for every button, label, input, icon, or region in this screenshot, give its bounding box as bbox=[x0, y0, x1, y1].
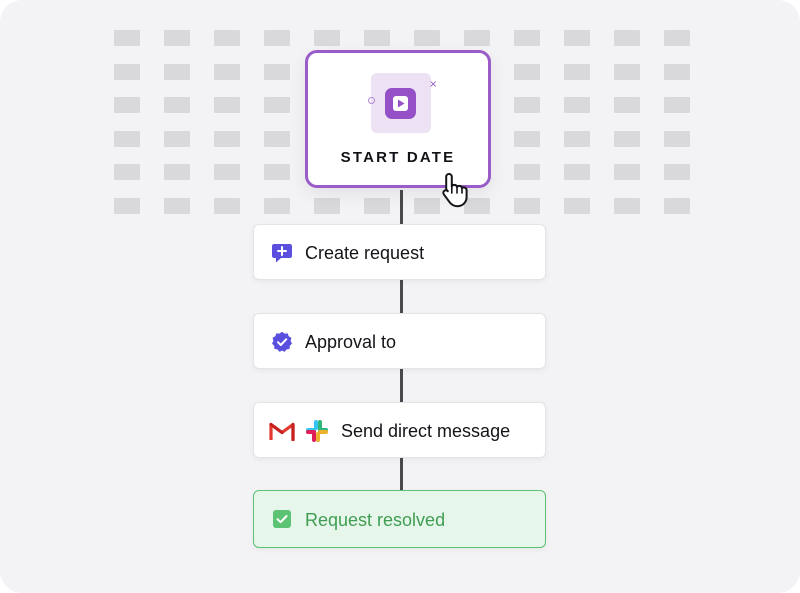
trigger-label: START DATE bbox=[340, 149, 456, 166]
trigger-icon-tile bbox=[371, 73, 431, 133]
sparkle-dot-icon bbox=[368, 97, 375, 104]
grid-block bbox=[514, 30, 540, 46]
grid-block bbox=[514, 197, 540, 214]
grid-block bbox=[614, 30, 640, 46]
grid-block bbox=[564, 130, 590, 147]
grid-block bbox=[364, 30, 390, 46]
grid-block bbox=[164, 164, 190, 180]
hand-pointer-cursor-icon bbox=[438, 170, 478, 210]
grid-block bbox=[164, 63, 190, 80]
grid-block bbox=[464, 30, 490, 46]
grid-block bbox=[114, 130, 140, 147]
sparkle-cross-icon: × bbox=[429, 79, 438, 90]
step-label: Request resolved bbox=[305, 510, 446, 530]
grid-block bbox=[614, 197, 640, 214]
grid-block bbox=[614, 164, 640, 180]
grid-block bbox=[664, 63, 690, 80]
slack-icon bbox=[305, 419, 329, 443]
chat-plus-icon bbox=[271, 242, 293, 264]
grid-block bbox=[664, 164, 690, 180]
grid-block bbox=[414, 197, 440, 214]
grid-block bbox=[214, 164, 240, 180]
grid-block bbox=[264, 164, 290, 180]
grid-block bbox=[214, 130, 240, 147]
grid-block bbox=[114, 164, 140, 180]
grid-block bbox=[214, 30, 240, 46]
grid-block bbox=[614, 63, 640, 80]
grid-block bbox=[664, 30, 690, 46]
grid-block bbox=[564, 164, 590, 180]
gmail-icon bbox=[269, 421, 295, 443]
grid-block bbox=[164, 197, 190, 214]
step-approval[interactable]: Approval to bbox=[253, 313, 546, 369]
grid-block bbox=[114, 30, 140, 46]
grid-block bbox=[664, 197, 690, 214]
grid-block bbox=[164, 30, 190, 46]
grid-block bbox=[314, 197, 340, 214]
verified-badge-icon bbox=[271, 331, 293, 353]
grid-block bbox=[514, 63, 540, 80]
step-request-resolved[interactable]: Request resolved bbox=[253, 490, 546, 548]
grid-block bbox=[514, 164, 540, 180]
step-send-direct-message[interactable]: Send direct message bbox=[253, 402, 546, 458]
grid-block bbox=[264, 197, 290, 214]
grid-block bbox=[114, 97, 140, 113]
grid-block bbox=[514, 97, 540, 113]
grid-block bbox=[564, 197, 590, 214]
step-create-request[interactable]: Create request bbox=[253, 224, 546, 280]
grid-block bbox=[114, 197, 140, 214]
grid-block bbox=[214, 197, 240, 214]
grid-block bbox=[364, 197, 390, 214]
grid-block bbox=[314, 30, 340, 46]
grid-block bbox=[564, 63, 590, 80]
step-label: Create request bbox=[305, 243, 425, 263]
background-grid bbox=[114, 30, 690, 214]
grid-block bbox=[114, 63, 140, 80]
grid-block bbox=[564, 97, 590, 113]
grid-block bbox=[464, 197, 490, 214]
grid-block bbox=[264, 63, 290, 80]
step-label: Send direct message bbox=[341, 421, 511, 441]
grid-block bbox=[164, 97, 190, 113]
grid-block bbox=[564, 30, 590, 46]
start-date-trigger-card[interactable]: × START DATE bbox=[305, 50, 491, 188]
grid-block bbox=[164, 130, 190, 147]
grid-block bbox=[214, 63, 240, 80]
grid-block bbox=[414, 30, 440, 46]
grid-block bbox=[614, 130, 640, 147]
step-label: Approval to bbox=[305, 332, 397, 352]
play-icon bbox=[385, 88, 416, 119]
checkbox-checked-icon bbox=[272, 509, 292, 529]
grid-block bbox=[264, 30, 290, 46]
grid-block bbox=[664, 97, 690, 113]
grid-block bbox=[214, 97, 240, 113]
grid-block bbox=[264, 130, 290, 147]
grid-block bbox=[264, 97, 290, 113]
grid-block bbox=[664, 130, 690, 147]
grid-block bbox=[514, 130, 540, 147]
grid-block bbox=[614, 97, 640, 113]
